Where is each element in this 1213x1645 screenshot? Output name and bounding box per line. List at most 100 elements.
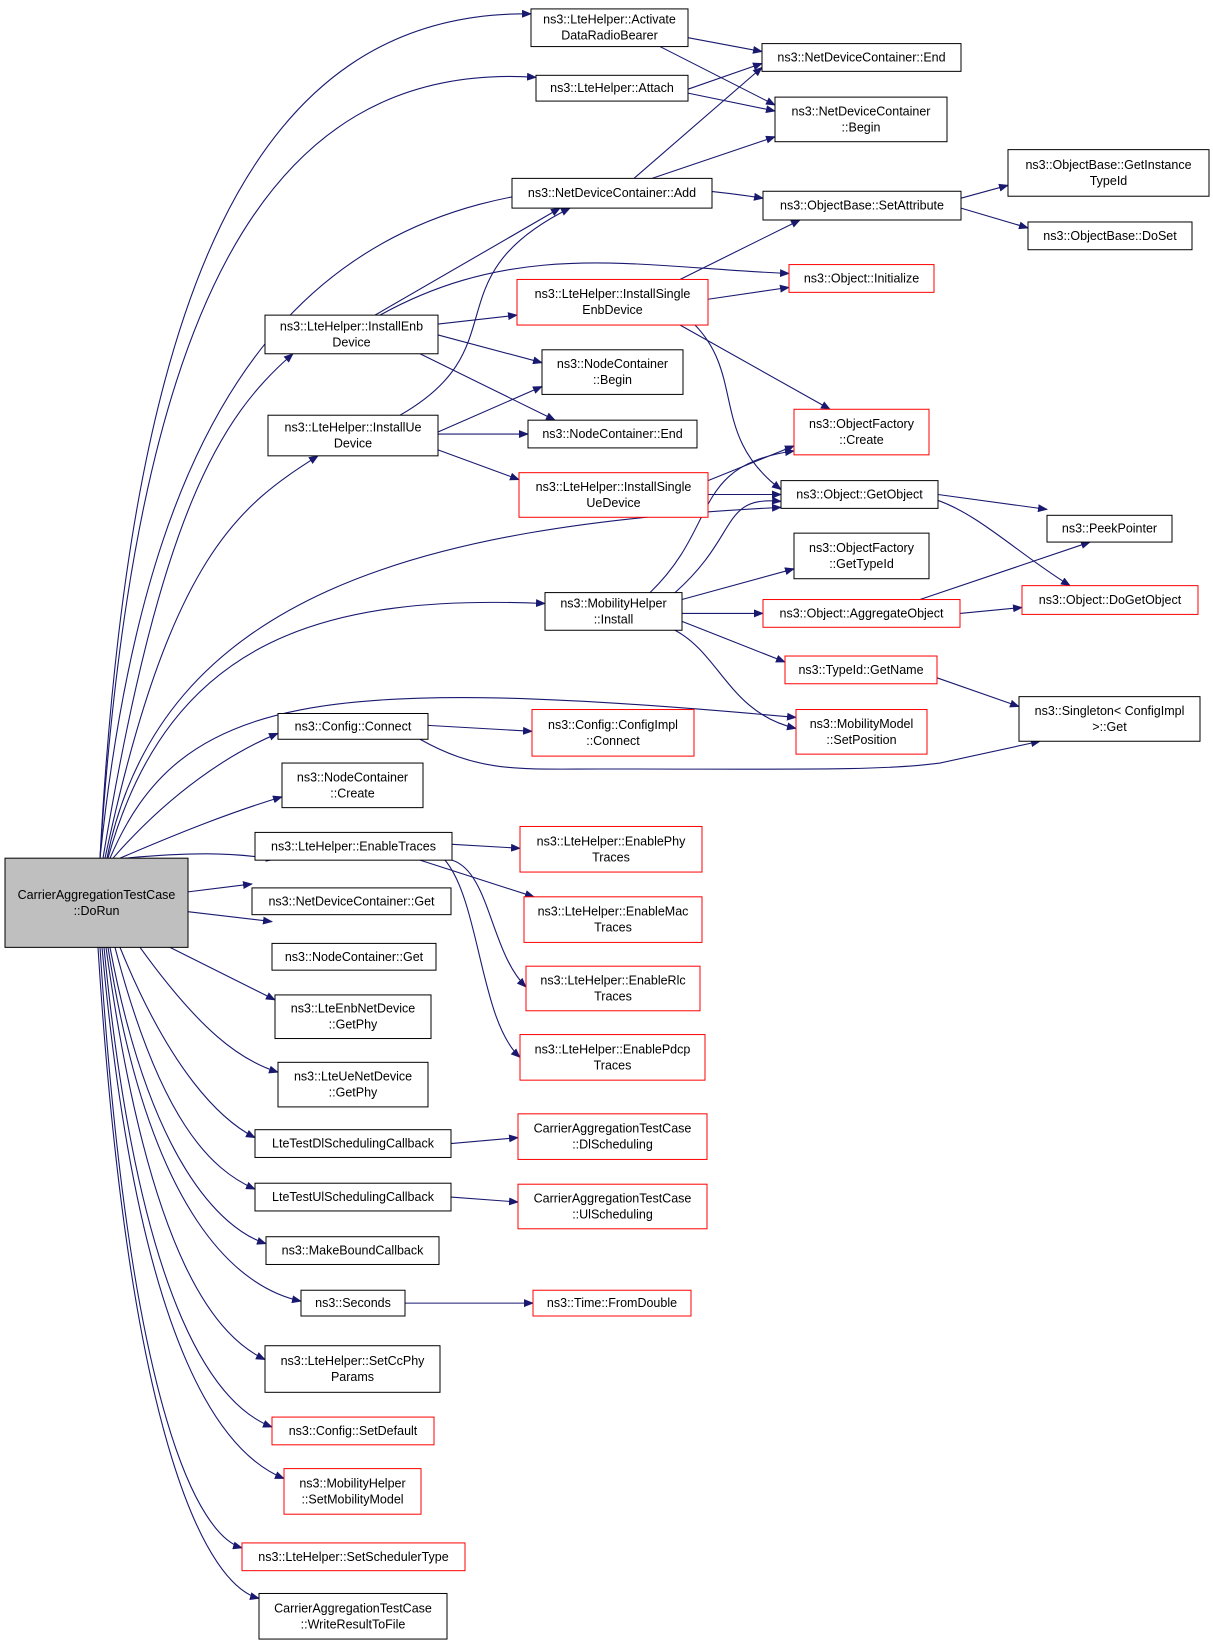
node-label: ::DoRun <box>74 904 120 918</box>
node-label: Traces <box>594 989 632 1003</box>
node-obj_init[interactable]: ns3::Object::Initialize <box>788 264 935 293</box>
node-mob_install[interactable]: ns3::MobilityHelper::Install <box>544 592 683 631</box>
edge-to-peek <box>937 493 1048 513</box>
node-box <box>254 1129 452 1158</box>
node-obj_getobj[interactable]: ns3::Object::GetObject <box>780 480 939 509</box>
node-ndc_begin[interactable]: ns3::NetDeviceContainer::Begin <box>774 96 948 143</box>
edge-to-mm_setpos <box>674 629 797 731</box>
node-dl_sched[interactable]: CarrierAggregationTestCase::DlScheduling <box>517 1113 708 1160</box>
edge-to-cfg_setdefault <box>103 947 273 1428</box>
node-label: Device <box>332 335 370 349</box>
node-label: Traces <box>592 850 630 864</box>
node-label: ns3::MakeBoundCallback <box>282 1244 424 1258</box>
edge-to-write_result <box>97 947 260 1600</box>
node-ob_doset[interactable]: ns3::ObjectBase::DoSet <box>1027 221 1193 251</box>
edge-to-obj_getobj <box>694 324 782 491</box>
edge-to-make_bound <box>109 947 267 1245</box>
node-box <box>264 314 439 355</box>
edge-to-ndc_add <box>374 207 561 316</box>
node-enb_getphy[interactable]: ns3::LteEnbNetDevice::GetPhy <box>274 994 432 1040</box>
node-label: ::Begin <box>842 120 881 134</box>
node-label: ns3::LteEnbNetDevice <box>291 1002 415 1016</box>
node-nc_get[interactable]: ns3::NodeContainer::Get <box>271 942 437 971</box>
edge-to-enable_rlc <box>451 859 527 988</box>
node-label: >::Get <box>1092 720 1127 734</box>
edge-to-nc_begin <box>437 334 543 365</box>
node-ndc_end[interactable]: ns3::NetDeviceContainer::End <box>761 43 962 72</box>
node-typeid_getname[interactable]: ns3::TypeId::GetName <box>784 655 938 685</box>
node-cfgimpl_connect[interactable]: ns3::Config::ConfigImpl::Connect <box>531 709 695 757</box>
node-label: ns3::NetDeviceContainer::Add <box>528 186 696 200</box>
edge-to-install_ue <box>104 455 319 859</box>
node-label: ns3::LteHelper::EnablePdcp <box>535 1042 691 1056</box>
node-nc_create[interactable]: ns3::NodeContainer::Create <box>281 762 424 809</box>
node-make_bound[interactable]: ns3::MakeBoundCallback <box>265 1236 440 1265</box>
node-ul_cb[interactable]: LteTestUlSchedulingCallback <box>254 1182 452 1212</box>
node-cfg_setdefault[interactable]: ns3::Config::SetDefault <box>271 1416 435 1446</box>
node-label: Traces <box>594 921 632 935</box>
node-label: ns3::MobilityHelper <box>560 596 666 610</box>
node-obj_dogetobj[interactable]: ns3::Object::DoGetObject <box>1021 585 1199 615</box>
node-ue_getphy[interactable]: ns3::LteUeNetDevice::GetPhy <box>277 1061 429 1108</box>
node-box <box>1018 696 1201 742</box>
node-attach[interactable]: ns3::LteHelper::Attach <box>535 74 689 102</box>
node-label: ns3::ObjectBase::SetAttribute <box>780 199 944 213</box>
node-label: ::WriteResultToFile <box>301 1617 406 1631</box>
node-of_create[interactable]: ns3::ObjectFactory::Create <box>793 408 930 456</box>
node-label: ::Install <box>594 612 634 626</box>
edge-to-ndc_add <box>399 207 571 416</box>
edge-to-ul_cb <box>114 947 256 1190</box>
node-singleton[interactable]: ns3::Singleton< ConfigImpl>::Get <box>1018 696 1201 742</box>
node-ul_sched[interactable]: CarrierAggregationTestCase::UlScheduling <box>517 1183 708 1230</box>
node-peek[interactable]: ns3::PeekPointer <box>1046 514 1173 543</box>
node-ndc_get[interactable]: ns3::NetDeviceContainer::Get <box>251 887 452 916</box>
edge-to-peek <box>919 541 1091 601</box>
node-label: ::Connect <box>586 734 640 748</box>
node-seconds[interactable]: ns3::Seconds <box>300 1289 406 1317</box>
edge-to-nc_begin <box>437 385 543 433</box>
edge-to-enb_getphy <box>169 946 276 1001</box>
edge-to-attach <box>99 72 537 859</box>
edge-to-ndc_end <box>633 66 763 179</box>
node-set_mobmodel[interactable]: ns3::MobilityHelper::SetMobilityModel <box>283 1468 422 1515</box>
edge-to-obj_init <box>707 284 790 300</box>
node-label: ns3::LteHelper::SetCcPhy <box>281 1354 426 1368</box>
node-ob_setattr[interactable]: ns3::ObjectBase::SetAttribute <box>762 190 962 221</box>
node-box <box>1046 514 1173 543</box>
node-cfg_connect[interactable]: ns3::Config::Connect <box>277 712 429 740</box>
node-box <box>271 942 437 971</box>
node-label: CarrierAggregationTestCase <box>534 1191 692 1205</box>
node-dl_cb[interactable]: LteTestDlSchedulingCallback <box>254 1129 452 1158</box>
edge-to-set_ccphy <box>105 947 266 1361</box>
node-label: ::Begin <box>593 373 632 387</box>
node-ndc_add[interactable]: ns3::NetDeviceContainer::Add <box>511 177 713 209</box>
node-enable_traces[interactable]: ns3::LteHelper::EnableTraces <box>254 831 453 861</box>
node-of_gettypeid[interactable]: ns3::ObjectFactory::GetTypeId <box>793 532 930 580</box>
node-label: ns3::Singleton< ConfigImpl <box>1035 704 1185 718</box>
node-label: ns3::LteHelper::InstallSingle <box>536 480 692 494</box>
node-write_result[interactable]: CarrierAggregationTestCase::WriteResultT… <box>258 1592 448 1640</box>
edge-to-of_create <box>707 445 795 482</box>
node-obj_aggr[interactable]: ns3::Object::AggregateObject <box>762 599 961 628</box>
node-box <box>532 1289 692 1317</box>
node-set_sched_type[interactable]: ns3::LteHelper::SetSchedulerType <box>241 1542 466 1572</box>
node-nc_begin[interactable]: ns3::NodeContainer::Begin <box>541 349 684 395</box>
node-mm_setpos[interactable]: ns3::MobilityModel::SetPosition <box>795 709 928 755</box>
node-time_fromdouble[interactable]: ns3::Time::FromDouble <box>532 1289 692 1317</box>
node-box <box>251 887 452 916</box>
node-box <box>530 8 689 48</box>
node-root[interactable]: CarrierAggregationTestCase::DoRun <box>4 857 189 948</box>
nodes-layer: CarrierAggregationTestCase::DoRunns3::Lt… <box>4 8 1210 1640</box>
node-nc_end[interactable]: ns3::NodeContainer::End <box>527 419 698 449</box>
